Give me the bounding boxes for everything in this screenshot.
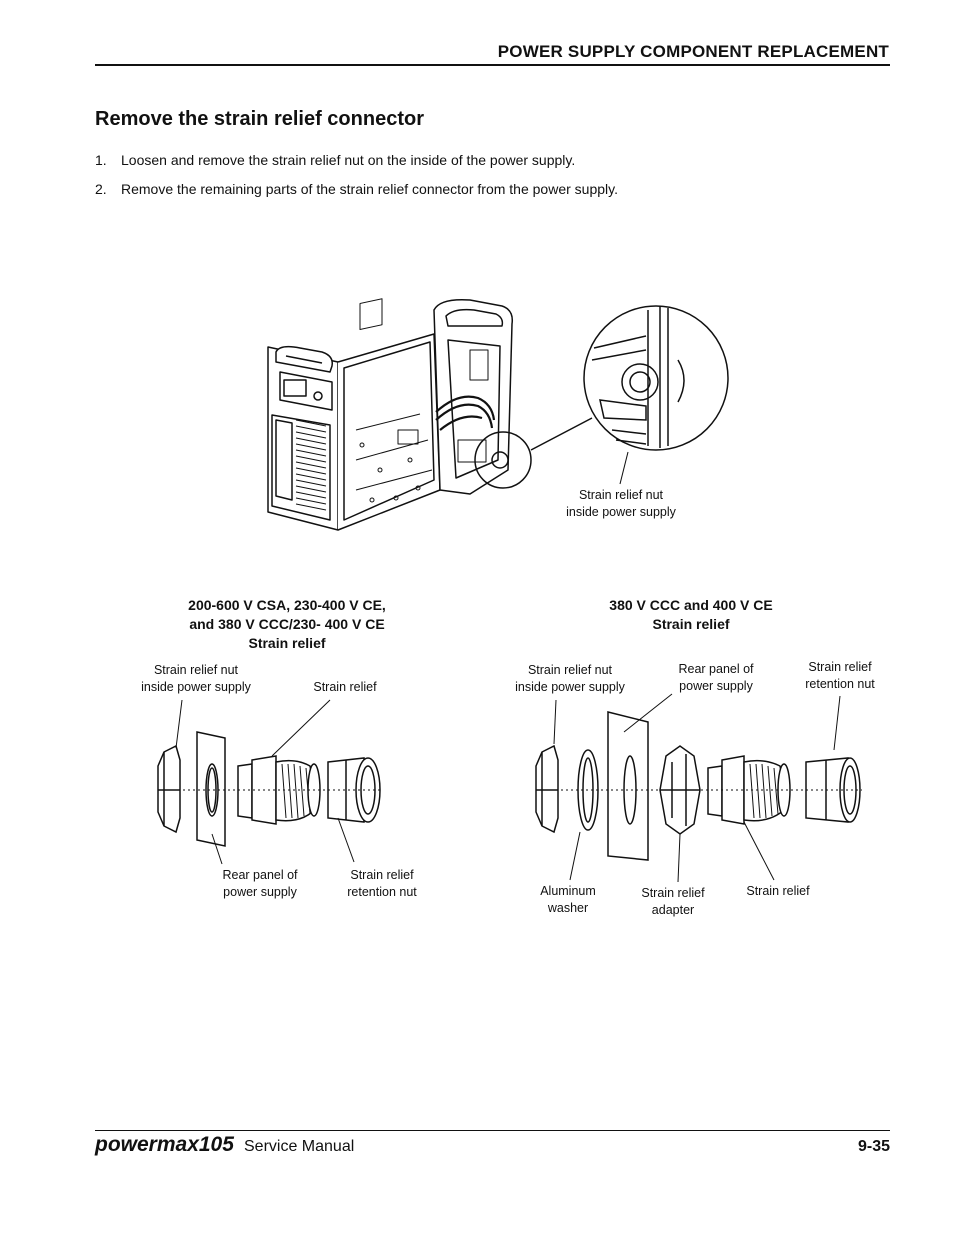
right-label-rear-panel: Rear panel of power supply [656, 661, 776, 695]
step-text: Loosen and remove the strain relief nut … [121, 152, 576, 168]
right-label-washer: Aluminum washer [518, 883, 618, 917]
footer-rule [95, 1130, 890, 1131]
label-line: washer [547, 901, 589, 915]
label-line: retention nut [347, 885, 417, 899]
left-label-rear-panel: Rear panel of power supply [200, 867, 320, 901]
heading-line: 380 V CCC and 400 V CE [609, 597, 773, 613]
label-line: Rear panel of [222, 868, 298, 882]
left-label-nut: Strain relief nut inside power supply [116, 662, 276, 696]
right-label-nut: Strain relief nut inside power supply [490, 662, 650, 696]
step-text: Remove the remaining parts of the strain… [121, 181, 618, 197]
right-figure-heading: 380 V CCC and 400 V CE Strain relief [560, 596, 822, 634]
label-line: Strain relief [641, 886, 705, 900]
step-item: 2. Remove the remaining parts of the str… [95, 181, 875, 197]
heading-line: and 380 V CCC/230- 400 V CE [189, 616, 385, 632]
left-figure-heading: 200-600 V CSA, 230-400 V CE, and 380 V C… [137, 596, 437, 653]
right-label-strain-relief: Strain relief [746, 884, 810, 898]
section-title: POWER SUPPLY COMPONENT REPLACEMENT [497, 42, 889, 61]
page-title: Remove the strain relief connector [95, 108, 424, 130]
footer-manual-title: Service Manual [244, 1138, 355, 1155]
label-line: retention nut [805, 677, 875, 691]
step-item: 1. Loosen and remove the strain relief n… [95, 152, 875, 168]
page-number: 9-35 [857, 1138, 890, 1155]
heading-line: Strain relief [652, 616, 730, 632]
left-exploded-assembly [157, 699, 382, 865]
heading-line: 200-600 V CSA, 230-400 V CE, [188, 597, 386, 613]
step-number: 2. [95, 181, 107, 197]
zoom-detail-illustration [583, 305, 729, 485]
label-line: Strain relief [350, 868, 414, 882]
label-line: Strain relief nut [527, 663, 613, 677]
footer-brand: powermax105 [95, 1133, 234, 1156]
left-label-strain-relief: Strain relief [313, 680, 377, 694]
right-label-retention-nut: Strain relief retention nut [780, 659, 900, 693]
header-rule [95, 64, 890, 66]
callout-strain-relief-nut: Strain relief nut inside power supply [541, 487, 701, 521]
label-line: power supply [679, 679, 753, 693]
label-line: inside power supply [141, 680, 251, 694]
label-line: power supply [223, 885, 297, 899]
right-exploded-assembly [535, 693, 862, 883]
label-line: Aluminum [540, 884, 596, 898]
procedure-steps: 1. Loosen and remove the strain relief n… [95, 152, 875, 210]
label-line: Strain relief nut [153, 663, 239, 677]
step-number: 1. [95, 152, 107, 168]
callout-line: inside power supply [566, 505, 676, 519]
power-supply-illustration [267, 298, 593, 531]
label-line: adapter [651, 903, 695, 917]
callout-line: Strain relief nut [578, 488, 664, 502]
heading-line: Strain relief [248, 635, 326, 651]
left-label-retention-nut: Strain relief retention nut [322, 867, 442, 901]
label-line: inside power supply [515, 680, 625, 694]
label-line: Rear panel of [678, 662, 754, 676]
right-label-adapter: Strain relief adapter [618, 885, 728, 919]
label-line: Strain relief [808, 660, 872, 674]
